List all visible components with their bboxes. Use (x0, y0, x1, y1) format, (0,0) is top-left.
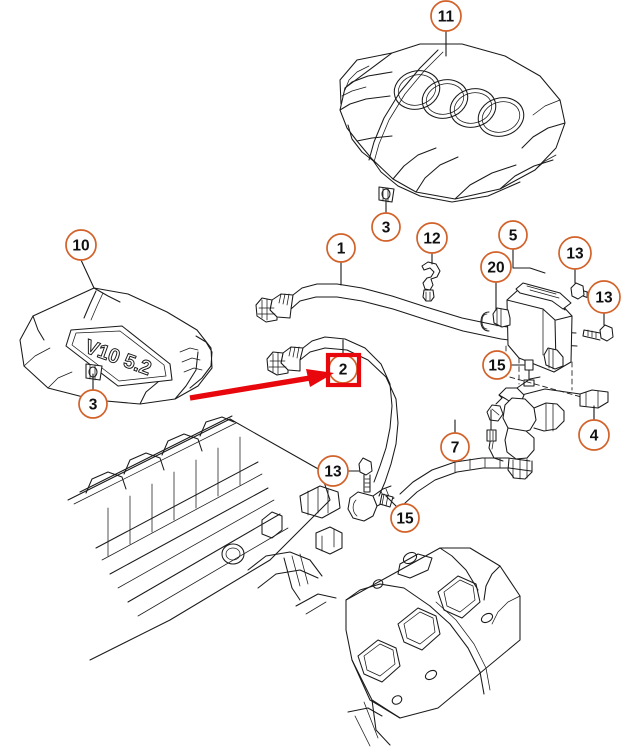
clamp-15-upper-graphic (523, 359, 535, 387)
lower-elbow-hose-graphic (486, 397, 565, 480)
clamp-15-lower-graphic (379, 493, 394, 508)
callouts-layer: 11 10 3 1 12 (65, 0, 621, 533)
callout-10[interactable]: 10 (65, 229, 97, 289)
engine-block-left-graphic (67, 415, 343, 661)
callout-15-lower-label: 15 (396, 511, 414, 528)
callout-12-label: 12 (423, 231, 440, 248)
breather-hose-7-graphic (399, 457, 532, 505)
audi-rings-logo (393, 70, 525, 137)
lower-center-fitting-graphic (347, 457, 395, 522)
engine-cover-left-graphic: V10 5.2 (19, 287, 213, 405)
breather-hose-2-graphic (266, 336, 399, 497)
engine-cover-upper-graphic (339, 43, 566, 203)
cover-grommet-upper-graphic (378, 186, 395, 203)
callout-7[interactable]: 7 (440, 419, 470, 462)
callout-13-lower[interactable]: 13 (587, 280, 621, 326)
highlight-annotation (189, 352, 362, 401)
callout-3-upper-label: 3 (382, 220, 391, 237)
callout-20-label: 20 (487, 260, 504, 277)
callout-13-center[interactable]: 13 (317, 455, 360, 487)
retaining-clip-12-graphic (421, 261, 441, 302)
bolt-13-lower-graphic (582, 324, 614, 342)
callout-4[interactable]: 4 (578, 405, 610, 451)
callout-15-upper[interactable]: 15 (482, 350, 525, 380)
valve-assembly-graphic (480, 258, 614, 399)
callout-13-upper-label: 13 (566, 246, 584, 263)
callout-20[interactable]: 20 (480, 251, 512, 311)
callout-5-label: 5 (509, 228, 518, 245)
cover-grommet-left-graphic (85, 363, 103, 381)
callout-3-upper[interactable]: 3 (371, 199, 401, 242)
callout-15-lower[interactable]: 15 (385, 495, 420, 533)
callout-2-label: 2 (339, 362, 348, 379)
bolt-13-center-graphic (358, 457, 373, 493)
callout-13-center-label: 13 (324, 464, 342, 481)
callout-1[interactable]: 1 (326, 233, 356, 286)
callout-3-left[interactable]: 3 (78, 373, 108, 419)
callout-11[interactable]: 11 (430, 0, 462, 57)
callout-7-label: 7 (451, 440, 460, 457)
callout-5[interactable]: 5 (498, 220, 528, 260)
callout-10-label: 10 (72, 238, 89, 255)
callout-2[interactable]: 2 (328, 339, 358, 384)
callout-3-left-label: 3 (89, 397, 98, 414)
callout-12[interactable]: 12 (416, 222, 448, 265)
callout-11-label: 11 (438, 9, 455, 26)
valve-cover-right-graphic (345, 547, 521, 747)
callout-1-label: 1 (337, 241, 346, 258)
callout-13-lower-label: 13 (595, 290, 613, 307)
callout-15-upper-label: 15 (488, 358, 506, 375)
callout-13-upper[interactable]: 13 (558, 236, 592, 284)
callout-4-label: 4 (590, 428, 599, 445)
